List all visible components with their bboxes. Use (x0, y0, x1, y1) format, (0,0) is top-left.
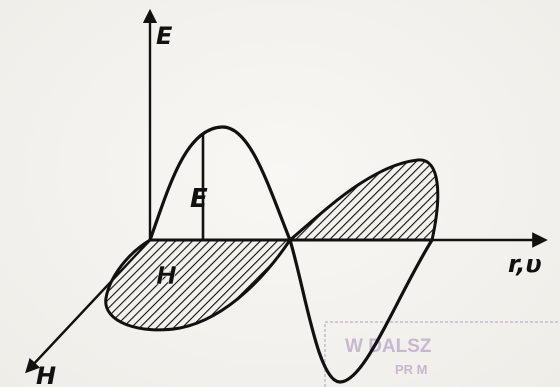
e-axis-label: E (156, 22, 173, 50)
h-axis-label: H (36, 362, 56, 387)
stamp-text-line1: W DALSZ (345, 336, 432, 357)
r-axis-label: r,υ (508, 250, 542, 278)
h-field-lobe-2 (288, 158, 440, 242)
h-vector-label: H (156, 261, 177, 290)
stamp-text-line2: PR M (395, 362, 428, 377)
stamp-border (324, 321, 560, 387)
e-vector-label: E (190, 184, 208, 214)
h-axis (25, 239, 151, 374)
h-field-lobe-1 (104, 238, 292, 332)
library-stamp: W DALSZ PR M (324, 321, 560, 387)
